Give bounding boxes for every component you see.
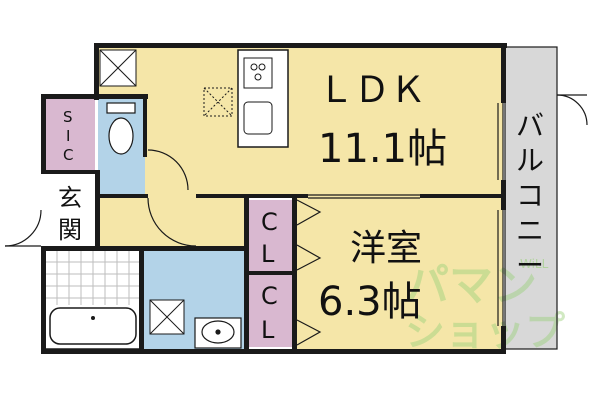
closet-1-char-2: L bbox=[261, 240, 275, 268]
balcony-label: バ ル コ ニ ー bbox=[516, 109, 544, 282]
closet-2-char-2: L bbox=[261, 316, 275, 344]
closet-upper bbox=[248, 200, 295, 272]
bathtub-drain bbox=[91, 316, 95, 320]
toilet bbox=[106, 102, 136, 155]
door-swings bbox=[4, 94, 588, 346]
closet-1-label: C L bbox=[261, 208, 278, 268]
sic-char-1: S bbox=[63, 108, 73, 126]
sic-char-3: C bbox=[63, 146, 73, 164]
entrance-label: 玄 関 bbox=[58, 184, 82, 244]
kitchen-counter bbox=[237, 49, 289, 148]
sic-label: S I C bbox=[63, 108, 73, 164]
balcony bbox=[505, 47, 557, 349]
sic-char-2: I bbox=[66, 127, 70, 145]
closet-lower bbox=[248, 275, 295, 347]
closet-2-char-1: C bbox=[261, 282, 278, 310]
entrance-char-2: 関 bbox=[58, 216, 82, 244]
ldk-label: ＬＤＫ bbox=[318, 70, 426, 111]
balcony-char-5: ー bbox=[516, 249, 544, 282]
balcony-char-1: バ bbox=[516, 109, 544, 142]
wash-basin bbox=[194, 317, 242, 349]
balcony-char-2: ル bbox=[516, 144, 544, 177]
bathtub bbox=[49, 307, 137, 345]
balcony-char-4: ニ bbox=[516, 214, 544, 247]
entrance-area bbox=[45, 175, 98, 247]
sic-closet bbox=[45, 97, 95, 172]
watermark-line1: パマン bbox=[405, 260, 537, 311]
entrance-char-1: 玄 bbox=[58, 184, 82, 212]
watermark: パマン ショップ WiLL bbox=[405, 257, 565, 355]
western-label: 洋室 bbox=[350, 228, 422, 269]
walls bbox=[41, 43, 507, 354]
closet-1-char-1: C bbox=[261, 208, 278, 236]
fixture-markers bbox=[99, 49, 233, 335]
corridor bbox=[98, 197, 246, 247]
western-size: 6.3帖 bbox=[318, 279, 422, 325]
watermark-small: WiLL bbox=[520, 257, 549, 271]
western-room bbox=[296, 197, 503, 349]
balcony-char-3: コ bbox=[516, 179, 544, 212]
closet-2-label: C L bbox=[261, 282, 278, 344]
ldk-room bbox=[98, 47, 503, 197]
windows bbox=[308, 46, 558, 350]
watermark-line2: ショップ bbox=[405, 309, 565, 355]
ldk-size: 11.1帖 bbox=[318, 126, 447, 172]
